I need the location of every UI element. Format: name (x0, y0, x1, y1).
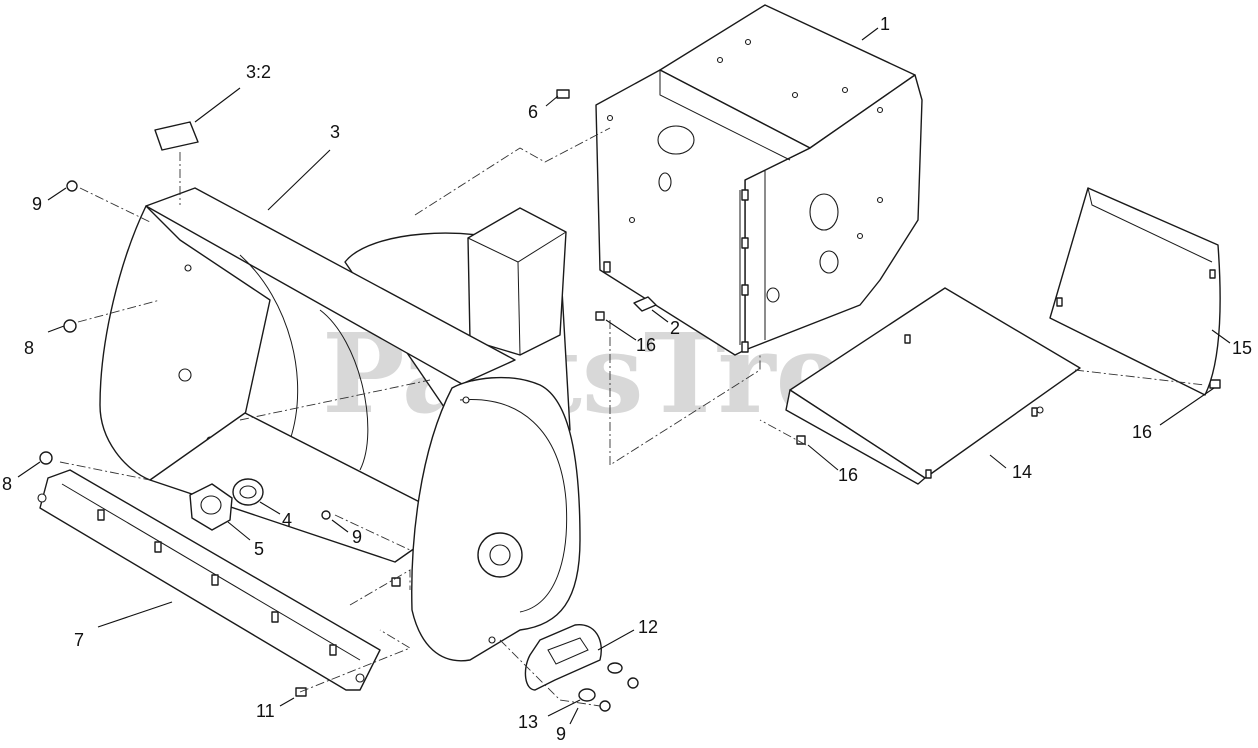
callout-9-upper: 9 (32, 194, 42, 214)
callout-7: 7 (74, 630, 84, 650)
callout-6: 6 (528, 102, 538, 122)
callout-5: 5 (254, 539, 264, 559)
callout-8-upper: 8 (24, 338, 34, 358)
callout-3: 3 (330, 122, 340, 142)
callout-3-2: 3:2 (246, 62, 271, 82)
callout-9-middle: 9 (352, 527, 362, 547)
callout-16-shield: 16 (1132, 422, 1152, 442)
callout-11: 11 (256, 701, 275, 721)
part-13-washer (578, 662, 623, 702)
part-4-bearing (232, 478, 264, 506)
part-12-handle (524, 624, 602, 691)
assembly-lines (59, 127, 1206, 707)
callout-15: 15 (1232, 338, 1252, 358)
part-2-clip (633, 296, 657, 312)
callout-9-lower: 9 (556, 724, 566, 744)
part-7-scraper-bar (37, 469, 381, 691)
callout-4: 4 (282, 510, 292, 530)
callout-8-lower: 8 (2, 474, 12, 494)
callout-16-pan: 16 (838, 465, 858, 485)
leader-lines (17, 27, 1231, 725)
part-3-2-decal (154, 121, 199, 151)
callout-12: 12 (638, 617, 658, 637)
callout-1: 1 (880, 14, 890, 34)
part-15-shield (1049, 187, 1221, 396)
part-5-flange (189, 483, 233, 531)
callout-14: 14 (1012, 462, 1032, 482)
part-3-auger-housing (99, 187, 581, 662)
callout-16-center: 16 (636, 335, 656, 355)
part-1-frame (595, 4, 923, 356)
part-14-pan (785, 287, 1081, 485)
callouts: 1 2 3:2 3 4 5 6 7 8 8 9 9 9 11 12 13 14 … (2, 14, 1252, 744)
callout-2: 2 (670, 318, 680, 338)
callout-13: 13 (518, 712, 538, 732)
